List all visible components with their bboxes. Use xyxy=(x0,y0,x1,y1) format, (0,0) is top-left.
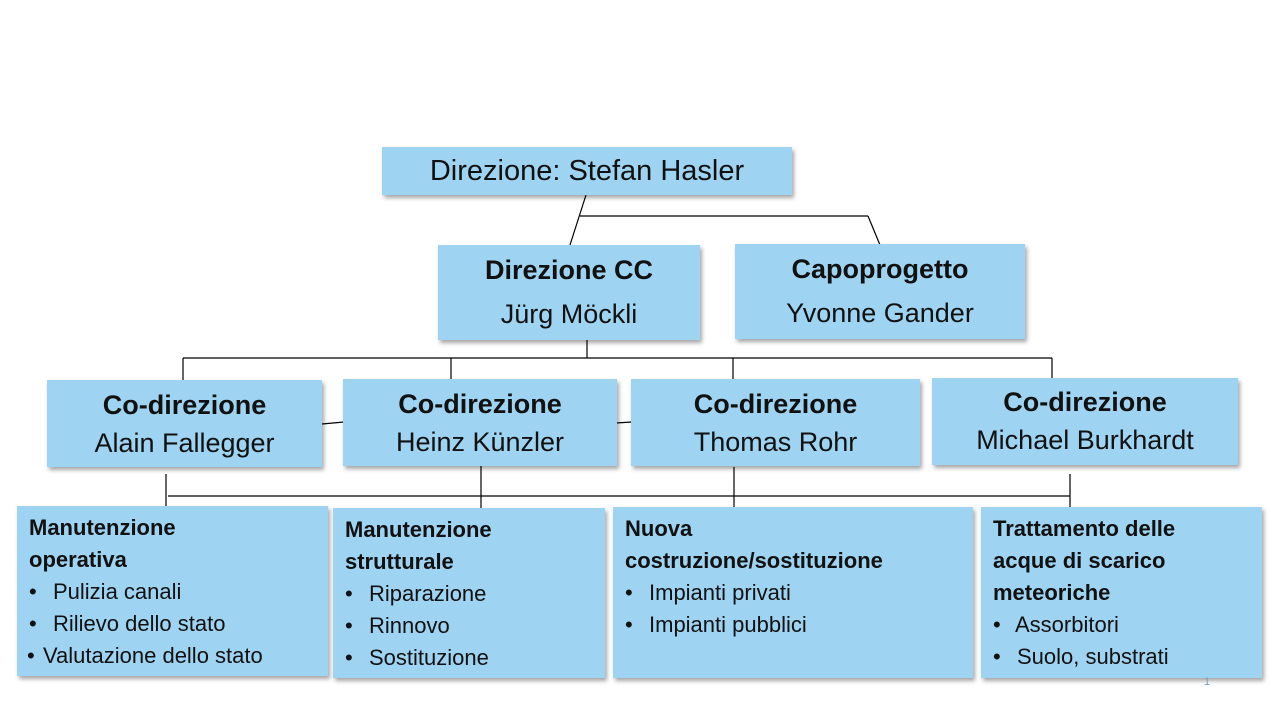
direction-cc-title: Direzione CC xyxy=(484,255,654,285)
codirection-box-2: Co-direzione Heinz Künzler xyxy=(343,379,617,466)
area-title-line: costruzione/sostituzione xyxy=(625,548,883,573)
bullet-icon: • xyxy=(993,644,1001,669)
list-item: •Assorbitori xyxy=(993,609,1252,641)
area-title-line: Manutenzione xyxy=(345,517,492,542)
codirection-name: Heinz Künzler xyxy=(395,427,565,457)
bullet-icon: • xyxy=(29,579,37,604)
area-box-3: Nuova costruzione/sostituzione •Impianti… xyxy=(613,507,973,678)
area-title-line: Nuova xyxy=(625,516,693,541)
area-title-line: strutturale xyxy=(345,549,454,574)
director-label: Direzione: Stefan Hasler xyxy=(429,154,745,187)
list-item: •Pulizia canali xyxy=(29,576,318,608)
list-item: •Sostituzione xyxy=(345,642,595,674)
area-item-list: •Pulizia canali •Rilievo dello stato •Va… xyxy=(27,576,318,672)
area-title-line: acque di scarico xyxy=(993,548,1166,573)
bullet-icon: • xyxy=(27,643,35,668)
list-item: •Rilievo dello stato xyxy=(29,608,318,640)
codirection-title: Co-direzione xyxy=(398,389,562,419)
area-title-line: Manutenzione xyxy=(29,515,176,540)
project-lead-title: Capoprogetto xyxy=(791,254,969,284)
area-title-line: Trattamento delle xyxy=(993,516,1176,541)
codirection-name: Michael Burkhardt xyxy=(976,425,1194,455)
bullet-icon: • xyxy=(345,581,353,606)
director-box: Direzione: Stefan Hasler xyxy=(382,147,792,195)
bullet-icon: • xyxy=(625,580,633,605)
direction-cc-name: Jürg Möckli xyxy=(500,299,638,329)
area-item-list: •Assorbitori •Suolo, substrati xyxy=(993,609,1252,673)
bullet-icon: • xyxy=(993,612,1001,637)
codirection-name: Thomas Rohr xyxy=(693,427,858,457)
bullet-icon: • xyxy=(29,611,37,636)
direction-cc-box: Direzione CC Jürg Möckli xyxy=(438,245,700,340)
codirection-title: Co-direzione xyxy=(693,389,858,419)
bullet-icon: • xyxy=(345,613,353,638)
list-item: •Valutazione dello stato xyxy=(27,640,318,672)
codirection-box-4: Co-direzione Michael Burkhardt xyxy=(932,378,1238,465)
list-item: •Impianti privati xyxy=(625,577,963,609)
project-lead-box: Capoprogetto Yvonne Gander xyxy=(735,244,1025,339)
codirection-name: Alain Fallegger xyxy=(94,428,275,458)
area-box-2: Manutenzione strutturale •Riparazione •R… xyxy=(333,508,605,678)
bullet-icon: • xyxy=(345,645,353,670)
codirection-box-1: Co-direzione Alain Fallegger xyxy=(47,380,322,467)
area-item-list: •Impianti privati •Impianti pubblici xyxy=(625,577,963,641)
codirection-title: Co-direzione xyxy=(102,390,267,420)
page-number: 1 xyxy=(1204,676,1211,688)
area-box-4: Trattamento delle acque di scarico meteo… xyxy=(981,507,1262,678)
list-item: •Impianti pubblici xyxy=(625,609,963,641)
codirection-box-3: Co-direzione Thomas Rohr xyxy=(631,379,920,466)
bullet-icon: • xyxy=(625,612,633,637)
project-lead-name: Yvonne Gander xyxy=(786,298,974,328)
area-title-line: meteoriche xyxy=(993,580,1111,605)
area-box-1: Manutenzione operativa •Pulizia canali •… xyxy=(17,506,328,676)
list-item: •Riparazione xyxy=(345,578,595,610)
codirection-title: Co-direzione xyxy=(1003,387,1167,417)
area-item-list: •Riparazione •Rinnovo •Sostituzione xyxy=(345,578,595,674)
list-item: •Suolo, substrati xyxy=(993,641,1252,673)
area-title-line: operativa xyxy=(29,547,127,572)
list-item: •Rinnovo xyxy=(345,610,595,642)
